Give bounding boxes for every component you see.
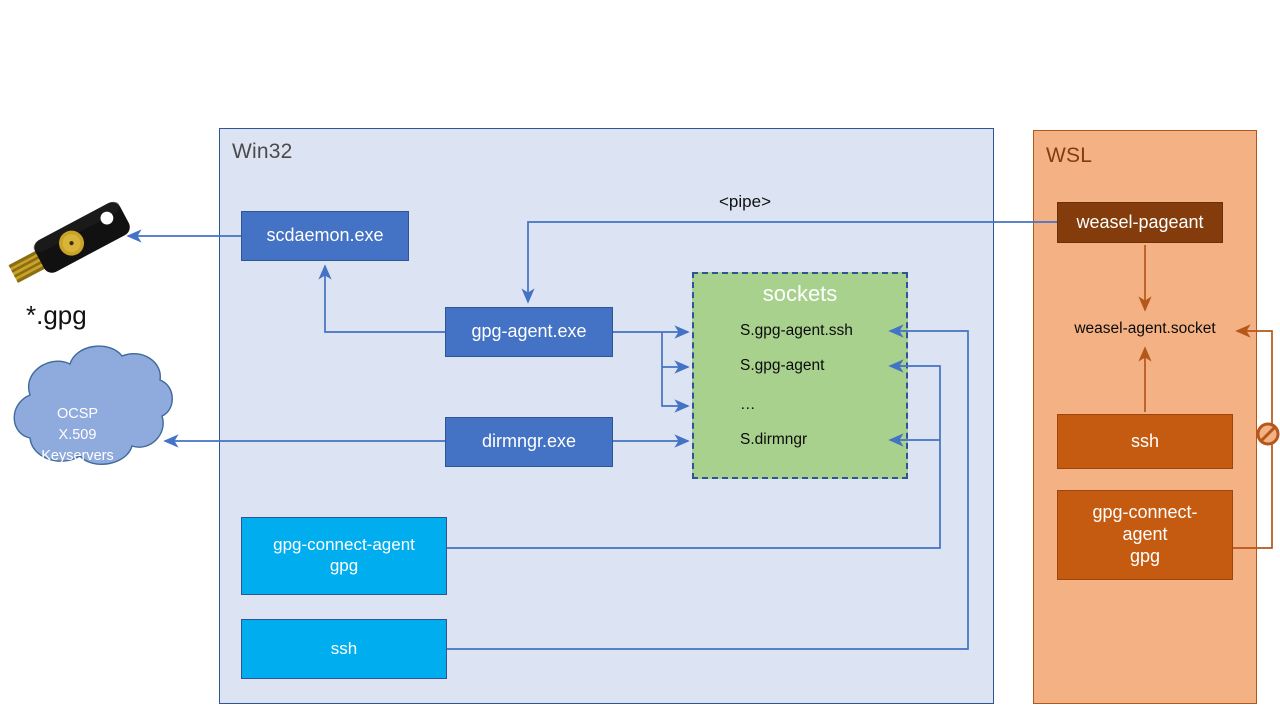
node-line-2: gpg <box>329 556 359 575</box>
node-line-1: gpg-connect- <box>1092 502 1198 523</box>
node-dirmngr[interactable]: dirmngr.exe <box>445 417 613 467</box>
node-line-2: agent <box>1122 524 1168 545</box>
node-win32-gpg-connect-agent[interactable]: gpg-connect-agent gpg <box>241 517 447 595</box>
node-wsl-gpg-connect-agent[interactable]: gpg-connect- agent gpg <box>1057 490 1233 580</box>
yubikey-icon <box>8 201 130 283</box>
socket-item[interactable]: S.gpg-agent.ssh <box>740 322 853 339</box>
sockets-group <box>692 272 908 479</box>
node-line-1: gpg-connect-agent <box>273 535 415 555</box>
label-gpg-files: *.gpg <box>26 300 87 330</box>
wsl-title: WSL <box>1046 144 1093 167</box>
label-pipe: <pipe> <box>719 192 771 211</box>
cloud-line-2: X.509 <box>58 427 97 444</box>
cloud-label: OCSP X.509 Keyservers <box>0 404 155 467</box>
socket-item[interactable]: S.dirmngr <box>740 431 808 448</box>
node-weasel-pageant[interactable]: weasel-pageant <box>1057 202 1223 243</box>
cloud-line-1: OCSP <box>56 406 99 422</box>
socket-item[interactable]: S.gpg-agent <box>740 357 825 374</box>
cloud-line-3: Keyservers <box>41 448 114 465</box>
wire-ssh-to-sockssh <box>447 324 969 650</box>
wire-gpgagent-to-sock2 <box>661 332 690 413</box>
sockets-title: sockets <box>762 281 838 306</box>
node-wsl-ssh[interactable]: ssh <box>1057 414 1233 469</box>
win32-title: Win32 <box>232 140 293 163</box>
wire-gpgagent-to-scdaemon <box>318 264 445 333</box>
no-entry-icon <box>1256 422 1280 446</box>
wire-gca-to-sockagent <box>447 359 941 549</box>
node-gpg-agent[interactable]: gpg-agent.exe <box>445 307 613 357</box>
socket-item[interactable]: … <box>740 396 756 413</box>
node-line-3: gpg <box>1129 545 1161 566</box>
wire-pipe-to-gpgagent <box>521 221 1057 304</box>
node-scdaemon[interactable]: scdaemon.exe <box>241 211 409 261</box>
cloud-icon <box>13 345 173 465</box>
node-win32-ssh[interactable]: ssh <box>241 619 447 679</box>
label-weasel-agent-socket[interactable]: weasel-agent.socket <box>1074 320 1216 337</box>
